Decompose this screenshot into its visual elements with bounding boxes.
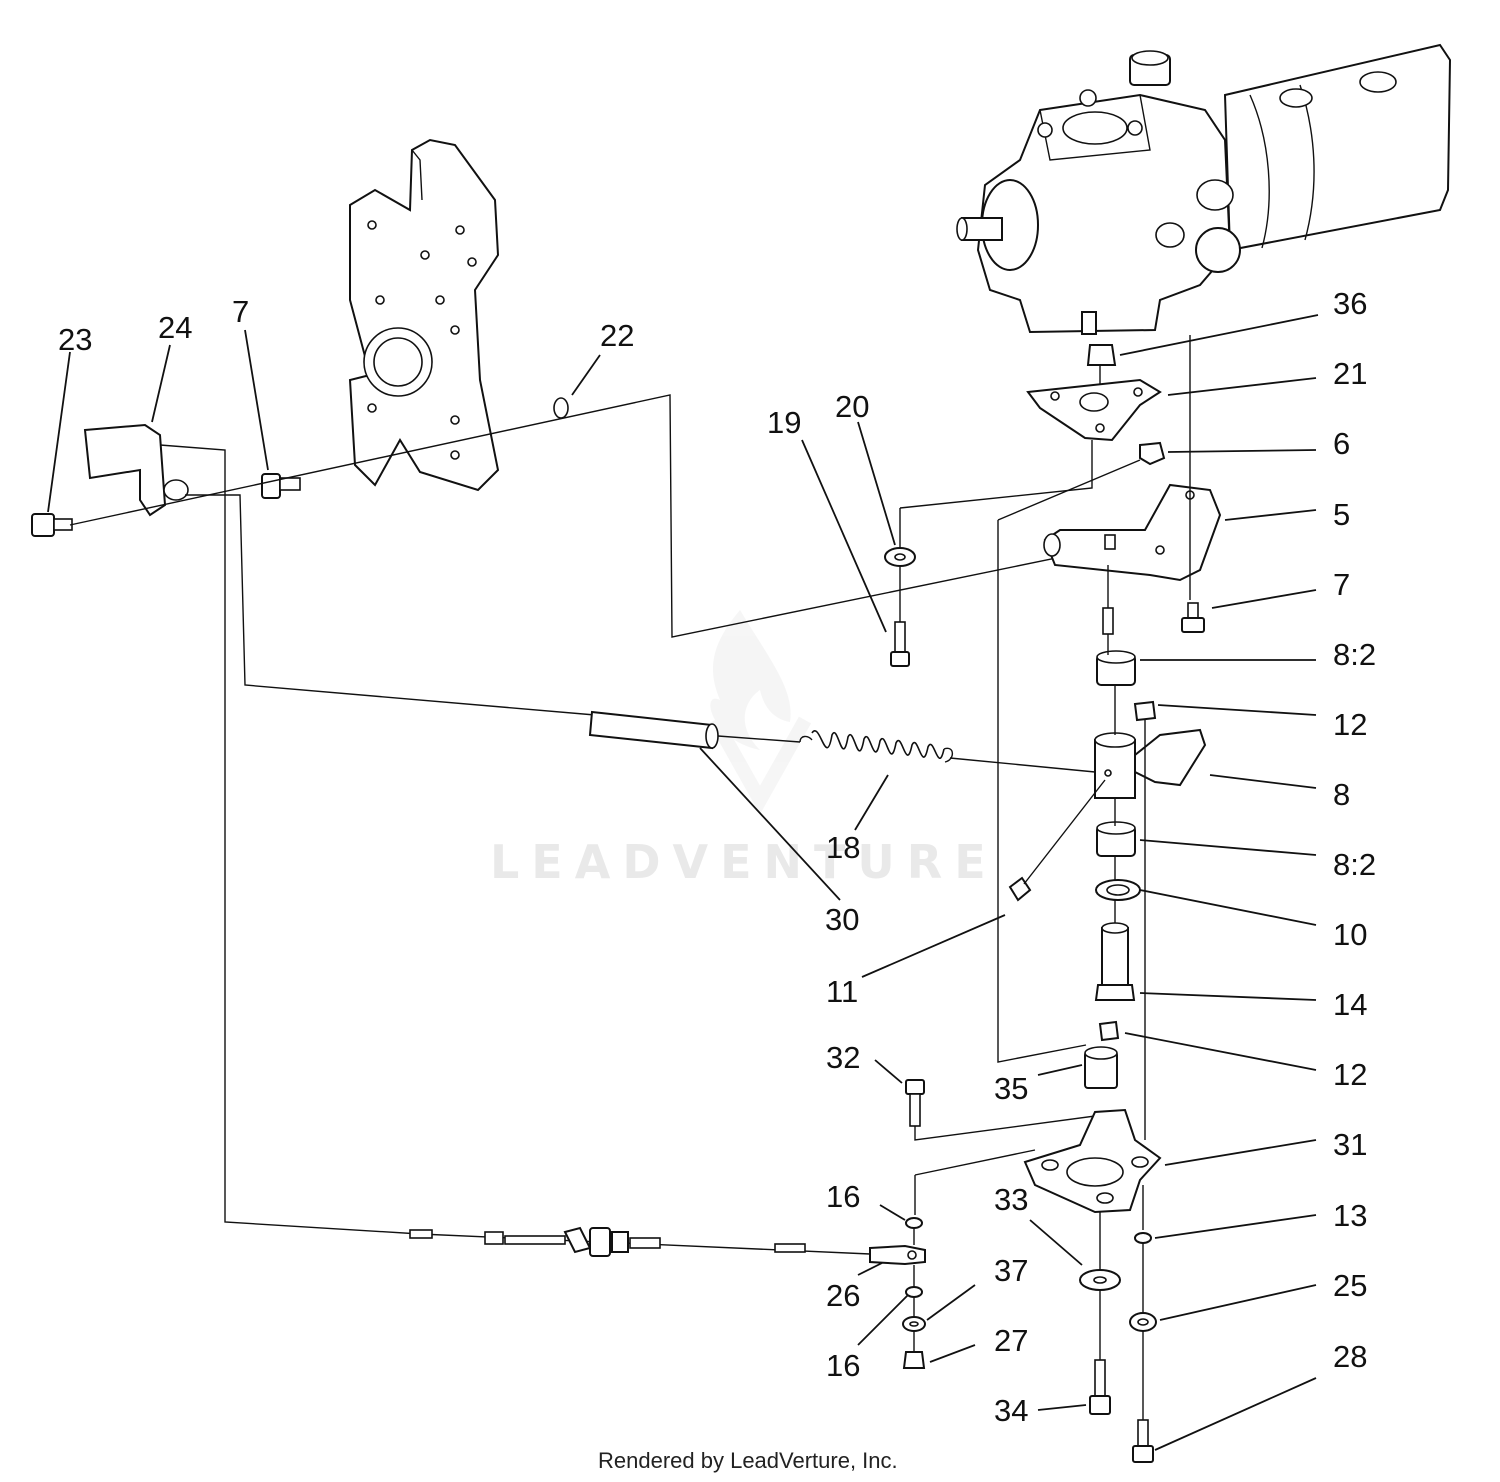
callout-28: 28: [1333, 1339, 1367, 1374]
callout-37: 37: [994, 1253, 1028, 1288]
washer-37: [902, 1316, 926, 1332]
nut-12-lower: [1098, 1020, 1120, 1042]
callout-16-upper: 16: [826, 1179, 860, 1214]
plate-31: [1023, 1108, 1162, 1214]
clip-22: [553, 397, 569, 419]
callout-10: 10: [1333, 917, 1367, 952]
callout-14: 14: [1333, 987, 1367, 1022]
callout-8-2-upper: 8:2: [1333, 637, 1376, 672]
washer-16-upper: [905, 1217, 923, 1229]
mounting-plate: [348, 138, 500, 492]
callout-8-2-lower: 8:2: [1333, 847, 1376, 882]
callout-6: 6: [1333, 426, 1350, 461]
callout-16-lower: 16: [826, 1348, 860, 1383]
bolt-28: [1132, 1419, 1154, 1463]
pivot-arm-8: [1094, 728, 1207, 799]
leader-lines: [47, 314, 1319, 1451]
callout-20: 20: [835, 389, 869, 424]
control-cable: [409, 1226, 926, 1266]
callout-23: 23: [58, 322, 92, 357]
spring-18: [799, 730, 1096, 773]
watermark-text: LEADVENTURE: [490, 835, 998, 889]
callout-13: 13: [1333, 1198, 1367, 1233]
callout-24: 24: [158, 310, 192, 345]
callout-21: 21: [1333, 356, 1367, 391]
callout-34: 34: [994, 1393, 1028, 1428]
bolt-19: [890, 621, 910, 667]
bolt-7-left: [261, 473, 301, 499]
callout-33: 33: [994, 1182, 1028, 1217]
bolt-32: [905, 1079, 925, 1127]
cable-bracket: [83, 423, 189, 517]
render-credit: Rendered by LeadVerture, Inc.: [598, 1448, 898, 1473]
callout-35: 35: [994, 1071, 1028, 1106]
callout-25: 25: [1333, 1268, 1367, 1303]
bracket-5: [1043, 483, 1222, 582]
bolt-7-right: [1181, 602, 1205, 633]
nut-27: [902, 1351, 926, 1369]
washer-20: [884, 547, 916, 567]
callout-36: 36: [1333, 286, 1367, 321]
watermark-logo: [708, 610, 812, 815]
callout-32: 32: [826, 1040, 860, 1075]
callout-11: 11: [826, 974, 858, 1009]
callout-7-left: 7: [232, 294, 249, 329]
callout-12-lower: 12: [1333, 1057, 1367, 1092]
callout-18: 18: [826, 830, 860, 865]
callout-26: 26: [826, 1278, 860, 1313]
callout-7-right: 7: [1333, 567, 1350, 602]
callout-31: 31: [1333, 1127, 1367, 1162]
callout-22: 22: [600, 318, 634, 353]
nut-12-upper: [1133, 700, 1157, 722]
callout-labels: 23 24 7 22 19 20 36 21 6 5 7 8:2 12 8 8:…: [58, 286, 1376, 1428]
bolt-34: [1089, 1359, 1111, 1415]
callout-27: 27: [994, 1323, 1028, 1358]
bushing-8-2-lower: [1096, 821, 1136, 857]
set-screw-11: [1008, 876, 1032, 902]
spacer-14: [1094, 922, 1136, 1001]
callout-12-upper: 12: [1333, 707, 1367, 742]
washer-25: [1129, 1312, 1157, 1332]
plate-21: [1026, 378, 1162, 442]
washer-10: [1095, 879, 1141, 901]
callout-8: 8: [1333, 777, 1350, 812]
callout-19: 19: [767, 405, 801, 440]
washer-13: [1134, 1232, 1152, 1244]
hydrostat-pump-assembly: [956, 43, 1452, 335]
nut-6: [1139, 441, 1166, 466]
callout-5: 5: [1333, 497, 1350, 532]
bushing-35: [1084, 1046, 1118, 1089]
nut-36: [1086, 344, 1117, 366]
callout-30: 30: [825, 902, 859, 937]
tube-30: [588, 710, 719, 750]
washer-33: [1079, 1269, 1121, 1291]
bolt-23: [31, 513, 73, 537]
bushing-8-2-upper: [1096, 650, 1136, 686]
